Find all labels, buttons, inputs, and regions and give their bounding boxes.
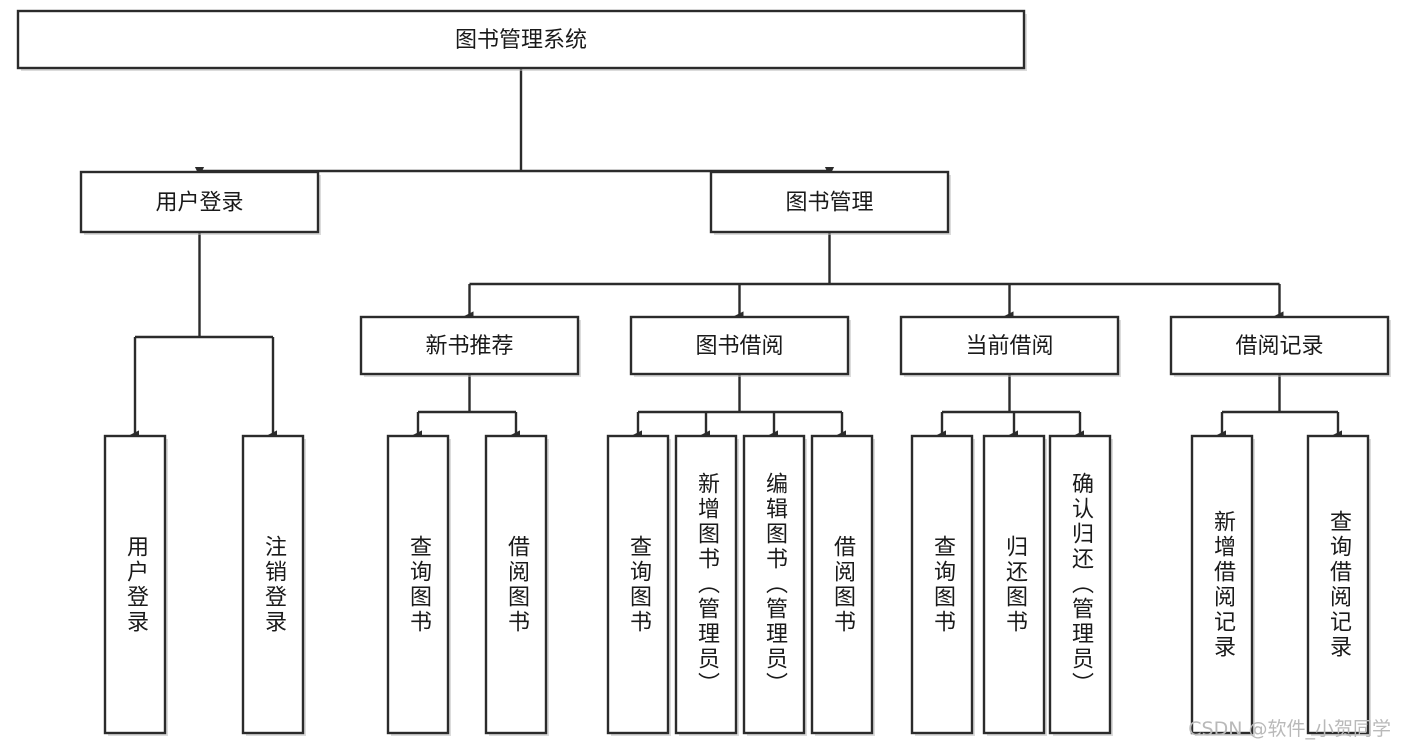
node-box[interactable] <box>241 434 305 735</box>
node-box[interactable] <box>810 434 874 735</box>
node-box[interactable] <box>742 434 806 735</box>
node-box[interactable] <box>103 434 167 735</box>
node-label: 新书推荐 <box>425 334 513 359</box>
edge-layer <box>129 68 1342 440</box>
node-leaf-query-book-2[interactable] <box>606 434 671 736</box>
node-box[interactable] <box>1048 434 1112 735</box>
node-borrow-record[interactable]: 借阅记录 <box>1169 315 1391 377</box>
node-box[interactable] <box>1190 434 1254 735</box>
node-box[interactable] <box>899 315 1120 376</box>
node-leaf-query-book-3[interactable] <box>910 434 975 736</box>
node-leaf-add-record[interactable] <box>1190 434 1255 736</box>
node-box[interactable] <box>982 434 1046 735</box>
node-leaf-user-login[interactable] <box>103 434 168 736</box>
node-label: 当前借阅 <box>965 334 1053 359</box>
node-user-login[interactable]: 用户登录 <box>79 170 321 235</box>
node-box[interactable] <box>386 434 450 735</box>
node-box[interactable] <box>359 315 580 376</box>
node-leaf-borrow-book-1[interactable] <box>484 434 549 736</box>
node-box[interactable] <box>484 434 548 735</box>
node-box[interactable] <box>910 434 974 735</box>
node-label: 借阅记录 <box>1235 334 1323 359</box>
node-box[interactable] <box>709 170 950 234</box>
node-leaf-borrow-book-2[interactable] <box>810 434 875 736</box>
node-label: 图书借阅 <box>695 334 783 359</box>
node-leaf-confirm-return[interactable] <box>1048 434 1113 736</box>
node-box[interactable] <box>16 9 1026 70</box>
node-new-book-rec[interactable]: 新书推荐 <box>359 315 581 377</box>
watermark: CSDN @软件_小贺同学 <box>1188 718 1391 740</box>
node-box[interactable] <box>629 315 850 376</box>
node-label: 用户登录 <box>155 191 243 216</box>
node-current-borrow[interactable]: 当前借阅 <box>899 315 1121 377</box>
node-leaf-add-book[interactable] <box>674 434 739 736</box>
node-box[interactable] <box>606 434 670 735</box>
node-box[interactable] <box>1306 434 1370 735</box>
node-label: 图书管理 <box>785 191 873 216</box>
node-book-manage[interactable]: 图书管理 <box>709 170 951 235</box>
node-label: 图书管理系统 <box>455 28 587 53</box>
node-leaf-edit-book[interactable] <box>742 434 807 736</box>
node-box[interactable] <box>79 170 320 234</box>
node-box[interactable] <box>1169 315 1390 376</box>
node-leaf-logout[interactable] <box>241 434 306 736</box>
node-leaf-query-book-1[interactable] <box>386 434 451 736</box>
node-leaf-return-book[interactable] <box>982 434 1047 736</box>
node-leaf-query-record[interactable] <box>1306 434 1371 736</box>
node-book-borrow[interactable]: 图书借阅 <box>629 315 851 377</box>
node-root-root[interactable]: 图书管理系统 <box>16 9 1027 71</box>
node-box[interactable] <box>674 434 738 735</box>
